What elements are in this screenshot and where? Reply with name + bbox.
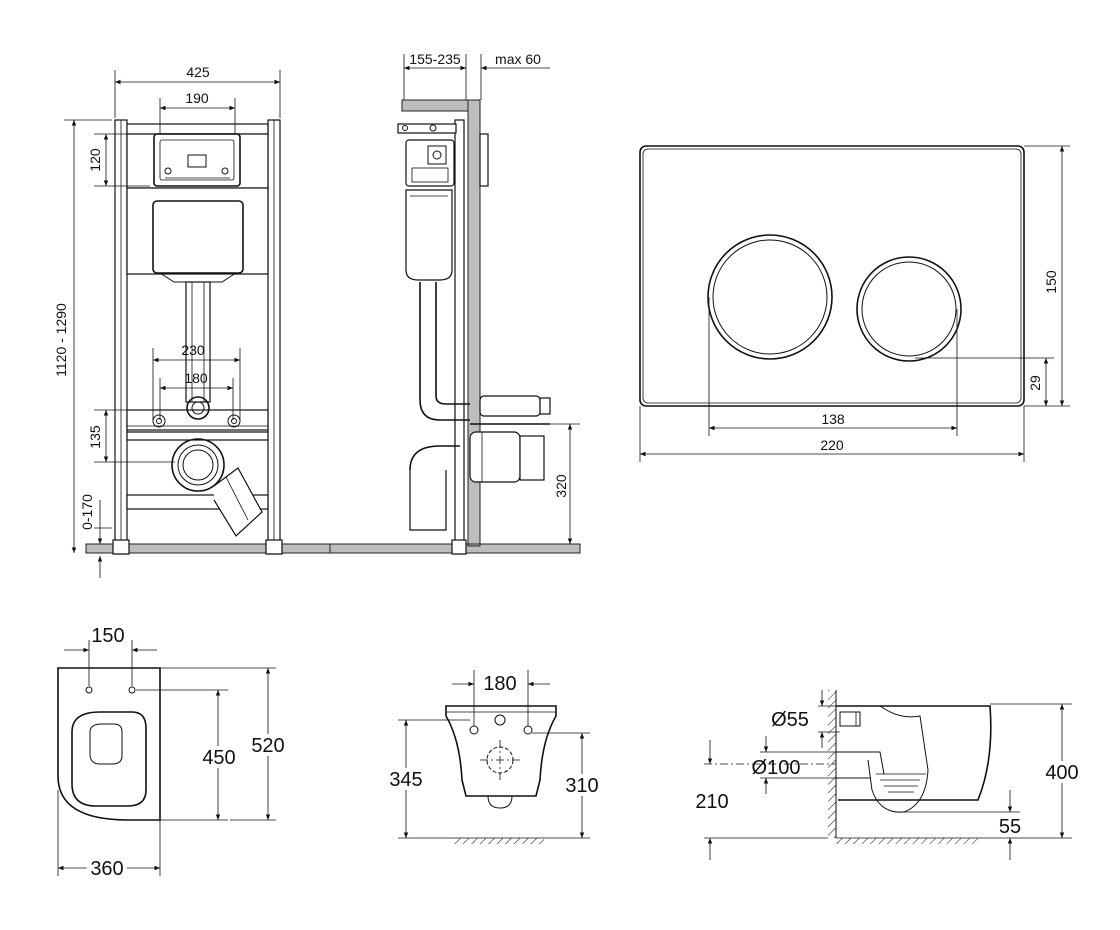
dim-seat-width: 360 (90, 858, 123, 880)
flush-mechanism-box (153, 133, 241, 187)
dim-bowl-height-right: 310 (565, 775, 598, 797)
dim-outlet-diameter: Ø100 (752, 757, 801, 779)
dim-frame-width: 425 (186, 64, 210, 80)
dim-panel-height: 120 (87, 148, 103, 172)
seat-length-outer-label: 520 (251, 735, 284, 757)
dim-inlet-diameter: Ø55 (771, 709, 809, 731)
dim-bowl-height-total: 400 (1045, 762, 1078, 784)
dim-seat-length-outer: 520 (251, 735, 284, 757)
seat-length-inner-label: 450 (202, 747, 235, 769)
seat-top-view: 150 450 450 520 520 360 360 (57, 625, 289, 884)
dim-wall-depth: 155-235 (409, 51, 461, 67)
dim-cistern-width: 190 (185, 90, 209, 106)
bowl-height-left-label: 345 (389, 769, 422, 791)
frame-mid-bar (126, 409, 269, 431)
dim-bowl-hole-spacing: 180 (483, 673, 516, 695)
outlet-diameter-label: Ø100 (752, 757, 801, 779)
dim-bolt-spacing-outer: 230 (181, 342, 205, 358)
dim-button-span: 138 (821, 411, 845, 427)
dim-seat-length-inner: 450 (202, 747, 235, 769)
flush-button-large[interactable] (707, 234, 833, 360)
bowl-side-outline (836, 705, 992, 801)
bowl-side-section: Ø55 Ø100 Ø100 210 400 400 55 (695, 690, 1083, 860)
bolt-left (152, 414, 166, 428)
bolt-right (227, 414, 241, 428)
dim-bolt-spacing-inner: 180 (184, 370, 208, 386)
dim-floor-gap: 0-170 (79, 494, 95, 530)
dim-drain-height: 135 (87, 425, 103, 449)
dim-seat-hole-spacing: 150 (91, 625, 124, 647)
dim-frame-height: 1120 - 1290 (53, 303, 69, 377)
flush-plate-view: 150 29 138 220 (639, 145, 1070, 462)
dim-button-offset: 29 (1027, 375, 1043, 391)
water-outlet (186, 396, 210, 420)
dim-floor-clearance: 55 (999, 816, 1021, 838)
seat-width-label: 360 (90, 858, 123, 880)
bowl-height-total-label: 400 (1045, 762, 1078, 784)
drain-pipe (171, 438, 225, 492)
bowl-rear-outline (445, 705, 557, 797)
bowl-height-right-label: 310 (565, 775, 598, 797)
cistern-body (126, 187, 269, 275)
flush-button-small[interactable] (856, 256, 962, 362)
dim-wall-max: max 60 (495, 51, 541, 67)
front-view-frame: 425 190 120 1120 - 1290 230 180 135 0 (53, 64, 581, 578)
seat-outline (57, 667, 161, 821)
flush-plate (639, 145, 1025, 407)
dim-plate-height: 150 (1043, 270, 1059, 294)
dim-bowl-height-left: 345 (389, 769, 422, 791)
dim-side-drain-height: 320 (553, 474, 569, 498)
frame-top-bar (126, 123, 269, 135)
side-view-frame: 155-235 max 60 320 (329, 51, 581, 555)
flush-pipe (185, 281, 211, 403)
dim-outlet-height: 210 (695, 791, 728, 813)
dim-plate-width: 220 (820, 437, 844, 453)
bowl-rear-view: 180 345 345 310 310 (385, 670, 603, 844)
